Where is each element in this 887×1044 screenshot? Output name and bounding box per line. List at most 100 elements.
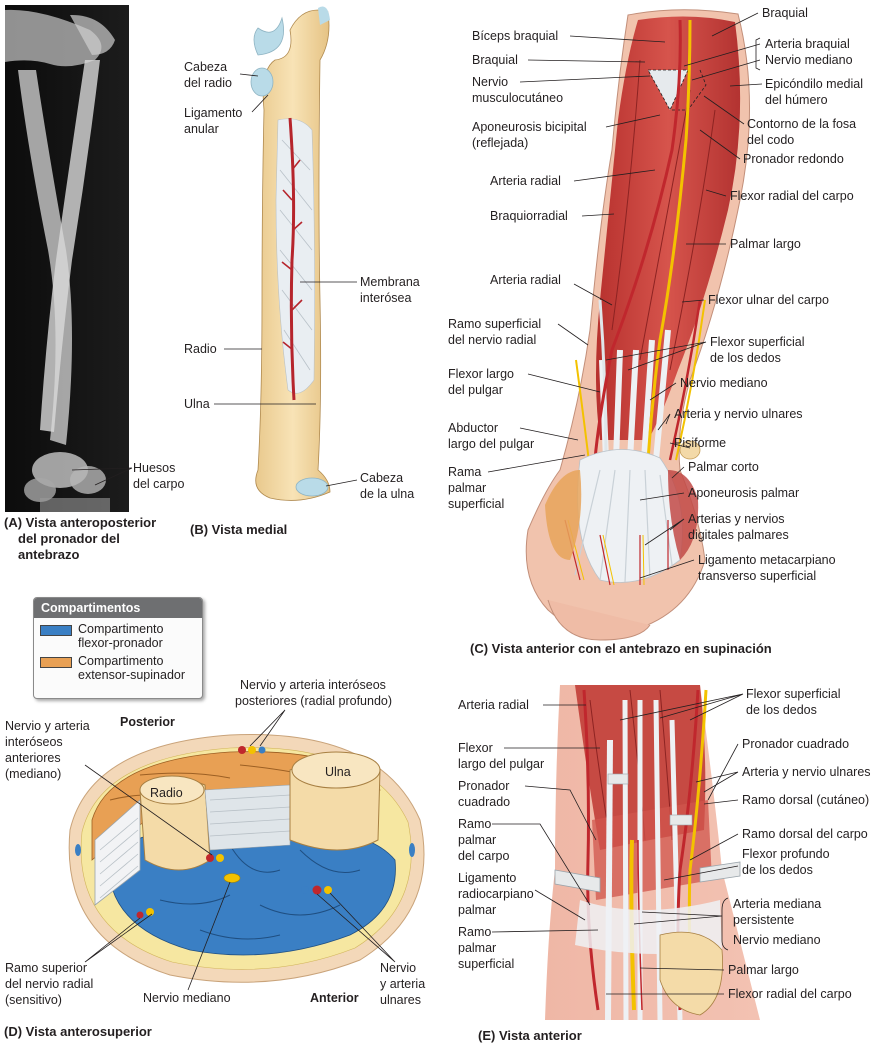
e-leader-mediana bbox=[633, 911, 723, 925]
e-label-flexor-sup-1: Flexor superficial bbox=[746, 687, 840, 701]
panel-d-labels: Posterior Anterior Radio Ulna Nervio y a… bbox=[4, 678, 425, 1039]
e-label-arteria-mediana-1: Arteria mediana bbox=[733, 897, 821, 911]
c-leader-abductor bbox=[519, 427, 579, 441]
caption-d: (D) Vista anterosuperior bbox=[4, 1024, 152, 1039]
c-label-braquiorradial: Braquiorradial bbox=[490, 209, 568, 223]
d-label-interoseos-ant-2: interóseos bbox=[5, 735, 63, 749]
caption-a-1: (A) Vista anteroposterior bbox=[4, 515, 156, 530]
e-label-palmar-largo: Palmar largo bbox=[728, 963, 799, 977]
panel-a-xray bbox=[5, 5, 129, 512]
panel-c-forearm bbox=[525, 9, 750, 641]
c-label-palmar-corto: Palmar corto bbox=[688, 460, 759, 474]
c-leader-aponeurosis-palmar bbox=[639, 492, 685, 501]
c-label-arteria-radial-2: Arteria radial bbox=[490, 273, 561, 287]
c-label-arteria-radial-1: Arteria radial bbox=[490, 174, 561, 188]
c-label-flexor-sup-1: Flexor superficial bbox=[710, 335, 804, 349]
c-leader-palmar-corto bbox=[671, 466, 685, 479]
c-leader-ligamento bbox=[639, 559, 695, 579]
e-label-pronador-1: Pronador bbox=[458, 779, 509, 793]
panel-b-bones bbox=[250, 6, 331, 501]
e-label-pronador-cuadrado: Pronador cuadrado bbox=[742, 737, 849, 751]
c-leader-digitales bbox=[644, 518, 685, 546]
label-cabeza-radio-1: Cabeza bbox=[184, 60, 227, 74]
e-label-flexor-prof-1: Flexor profundo bbox=[742, 847, 830, 861]
legend-row-flexor: Compartimento flexor-pronador bbox=[40, 622, 196, 650]
caption-e: (E) Vista anterior bbox=[478, 1028, 582, 1043]
d-label-nervio-mediano: Nervio mediano bbox=[143, 991, 231, 1005]
legend-title: Compartimentos bbox=[34, 598, 202, 618]
c-label-abductor-2: largo del pulgar bbox=[448, 437, 534, 451]
e-leader-flexor-prof bbox=[663, 865, 739, 881]
c-label-pronador-redondo: Pronador redondo bbox=[743, 152, 844, 166]
e-label-ramo-palmar-3: del carpo bbox=[458, 849, 509, 863]
panel-e-labels-left: Arteria radial Flexor largo del pulgar P… bbox=[458, 698, 600, 971]
caption-c: (C) Vista anterior con el antebrazo en s… bbox=[470, 641, 772, 656]
e-label-ramo-palmar-1: Ramo bbox=[458, 817, 491, 831]
e-label-pronador-2: cuadrado bbox=[458, 795, 510, 809]
c-leader-contorno bbox=[703, 95, 745, 125]
e-leader-flexor-sup bbox=[619, 693, 744, 721]
panel-d-cross-section bbox=[68, 734, 425, 983]
legend-row-extensor: Compartimento extensor-supinador bbox=[40, 654, 196, 682]
c-label-ligamento-2: transverso superficial bbox=[698, 569, 816, 583]
c-leader-flexor-sup bbox=[605, 341, 707, 371]
c-label-rama-1: Rama bbox=[448, 465, 481, 479]
legend-flexor-2: flexor-pronador bbox=[78, 636, 163, 650]
label-ulna: Ulna bbox=[184, 397, 210, 411]
d-label-interoseos-ant-3: anteriores bbox=[5, 751, 61, 765]
d-leader-nervio-mediano bbox=[187, 881, 231, 991]
c-label-flexor-ulnar: Flexor ulnar del carpo bbox=[708, 293, 829, 307]
e-label-nervio-mediano: Nervio mediano bbox=[733, 933, 821, 947]
c-label-arteria-braquial: Arteria braquial bbox=[765, 37, 850, 51]
d-label-ramo-sup-1: Ramo superior bbox=[5, 961, 87, 975]
e-leader-ramo-dorsal bbox=[703, 799, 739, 805]
e-label-arteria-radial: Arteria radial bbox=[458, 698, 529, 712]
caption-a-2: del pronador del bbox=[18, 531, 120, 546]
legend-flexor-1: Compartimento bbox=[78, 622, 164, 636]
legend-swatch-extensor bbox=[40, 657, 72, 668]
c-leader-ramo-sup bbox=[557, 323, 589, 346]
leader-cabeza-radio bbox=[239, 73, 259, 77]
c-label-arteria-ulnares: Arteria y nervio ulnares bbox=[674, 407, 803, 421]
c-label-flexor-largo-1: Flexor largo bbox=[448, 367, 514, 381]
c-label-palmar-largo: Palmar largo bbox=[730, 237, 801, 251]
d-leader-interoseos-ant bbox=[84, 764, 213, 856]
panel-c-labels-left: Bíceps braquial Braquial Nervio musculoc… bbox=[448, 29, 666, 511]
d-label-anterior: Anterior bbox=[310, 991, 359, 1005]
c-leader-arteria-radial-2 bbox=[573, 283, 613, 306]
caption-b: (B) Vista medial bbox=[190, 522, 287, 537]
e-label-arteria-mediana-2: persistente bbox=[733, 913, 794, 927]
leader-ligamento bbox=[251, 94, 269, 113]
d-label-radio: Radio bbox=[150, 786, 183, 800]
e-label-flexor-largo-1: Flexor bbox=[458, 741, 493, 755]
label-radio: Radio bbox=[184, 342, 217, 356]
e-label-ligamento-2: radiocarpiano bbox=[458, 887, 534, 901]
panel-c-labels-right: Braquial Arteria braquial Nervio mediano… bbox=[470, 6, 863, 656]
panel-e-labels-right: Flexor superficial de los dedos Pronador… bbox=[478, 687, 871, 1043]
leader-cabeza-ulna bbox=[325, 479, 358, 487]
c-label-biceps: Bíceps braquial bbox=[472, 29, 558, 43]
c-label-aponeurosis-palmar: Aponeurosis palmar bbox=[688, 486, 799, 500]
c-label-flexor-largo-2: del pulgar bbox=[448, 383, 503, 397]
c-label-rama-2: palmar bbox=[448, 481, 486, 495]
e-label-flexor-largo-2: largo del pulgar bbox=[458, 757, 544, 771]
panel-b-labels: Cabeza del radio Ligamento anular Membra… bbox=[184, 60, 420, 537]
e-label-ramo-dorsal-carpo: Ramo dorsal del carpo bbox=[742, 827, 868, 841]
c-label-nervio-mediano-2: Nervio mediano bbox=[680, 376, 768, 390]
legend-text-extensor: Compartimento extensor-supinador bbox=[78, 654, 185, 682]
label-membrana-2: interósea bbox=[360, 291, 411, 305]
c-label-contorno-2: del codo bbox=[747, 133, 794, 147]
leader-huesos bbox=[71, 467, 133, 486]
c-bracket-braquial bbox=[755, 37, 761, 71]
c-label-abductor-1: Abductor bbox=[448, 421, 498, 435]
c-leader-arteria-braquial bbox=[683, 43, 761, 81]
c-label-flexor-sup-2: de los dedos bbox=[710, 351, 781, 365]
c-label-musculo-1: Nervio bbox=[472, 75, 508, 89]
d-label-interoseos-ant-4: (mediano) bbox=[5, 767, 61, 781]
c-leader-braquial-l bbox=[527, 59, 646, 63]
compartments-legend: Compartimentos Compartimento flexor-pron… bbox=[33, 597, 203, 699]
c-leader-biceps bbox=[569, 35, 666, 43]
e-label-ramo-dorsal: Ramo dorsal (cutáneo) bbox=[742, 793, 869, 807]
d-leader-ulnares bbox=[316, 892, 396, 963]
legend-swatch-flexor bbox=[40, 625, 72, 636]
